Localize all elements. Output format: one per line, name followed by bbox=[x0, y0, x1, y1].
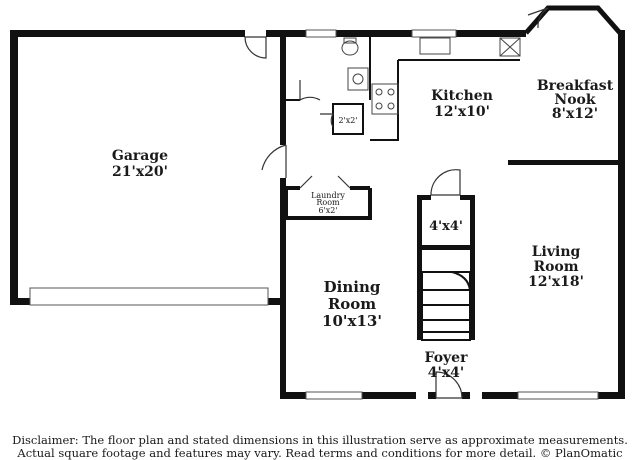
laundry-bifold-doors bbox=[299, 175, 351, 189]
house-top-wall-3 bbox=[456, 30, 526, 37]
house-bottom-wall-2 bbox=[362, 392, 416, 399]
thin-walls bbox=[284, 37, 520, 341]
garage-entry-door bbox=[261, 144, 287, 178]
nook-size: 8'x12' bbox=[552, 106, 598, 122]
house-bottom-wall-1 bbox=[280, 392, 306, 399]
stair-landing bbox=[422, 271, 471, 291]
laundry-size: 6'x2' bbox=[318, 206, 337, 215]
living-name-line1: Living bbox=[532, 244, 581, 260]
nook-name-line2: Nook bbox=[554, 92, 595, 108]
window-top-kitchen bbox=[411, 29, 457, 38]
garage-bottom-wall-right bbox=[268, 298, 282, 305]
garage-size: 21'x20' bbox=[112, 164, 168, 180]
front-door bbox=[435, 371, 463, 399]
house-bottom-wall-4 bbox=[462, 392, 470, 399]
stair-wall-left bbox=[417, 195, 422, 340]
house-bottom-wall-6 bbox=[598, 392, 625, 399]
sink-basin-icon bbox=[352, 73, 364, 85]
house-right-wall bbox=[618, 30, 625, 398]
house-bottom-wall-5 bbox=[482, 392, 518, 399]
kitchen-size: 12'x10' bbox=[434, 104, 490, 120]
burner-icon bbox=[387, 102, 395, 110]
closet-door bbox=[320, 113, 335, 128]
house-top-wall-1 bbox=[266, 30, 306, 37]
small-closet-size: 2'x2' bbox=[338, 116, 357, 125]
walls bbox=[10, 5, 625, 399]
house-top-wall-2 bbox=[336, 30, 412, 37]
kitchen-name: Kitchen bbox=[431, 88, 493, 104]
garage-name: Garage bbox=[112, 148, 168, 164]
toilet-tank-icon bbox=[343, 37, 357, 44]
garage-top-wall bbox=[10, 30, 245, 37]
nook-bay-door bbox=[527, 7, 549, 29]
living-size: 12'x18' bbox=[528, 274, 584, 290]
disclaimer-line2: Actual square footage and features may v… bbox=[17, 446, 623, 460]
dining-size: 10'x13' bbox=[322, 312, 382, 330]
hall-closet-size: 4'x4' bbox=[429, 219, 463, 234]
laundry-outline bbox=[284, 188, 372, 220]
burner-icon bbox=[387, 88, 395, 96]
stair-wall-right bbox=[470, 195, 475, 340]
burner-icon bbox=[375, 102, 383, 110]
living-name-line2: Room bbox=[533, 259, 578, 275]
garage-left-wall bbox=[10, 30, 18, 305]
garage-side-door bbox=[244, 36, 267, 59]
doors bbox=[244, 7, 549, 399]
garage-bottom-wall-left bbox=[10, 298, 30, 305]
windows bbox=[29, 29, 599, 400]
closet-top-wall-left bbox=[417, 195, 431, 200]
foyer-size: 4'x4' bbox=[428, 365, 464, 381]
disclaimer-line1: Disclaimer: The floor plan and stated di… bbox=[12, 433, 628, 447]
foyer-name: Foyer bbox=[425, 350, 469, 366]
window-top-bath bbox=[305, 29, 337, 38]
house-bottom-wall-3 bbox=[428, 392, 436, 399]
floor-plan: Garage 21'x20' Kitchen 12'x10' Breakfast… bbox=[10, 5, 625, 400]
toilet-icon bbox=[341, 40, 359, 56]
small-closet-outline bbox=[332, 103, 364, 135]
nook-name-line1: Breakfast bbox=[537, 78, 614, 94]
nook-living-divider bbox=[508, 160, 622, 165]
window-living bbox=[517, 391, 599, 400]
stove-icon bbox=[371, 83, 399, 115]
kitchen-sink-icon bbox=[419, 37, 451, 55]
sink-icon bbox=[347, 67, 369, 91]
hall-door bbox=[299, 80, 321, 102]
hall-closet-door bbox=[430, 169, 461, 196]
bay-window-wall bbox=[524, 5, 622, 35]
burner-icon bbox=[375, 88, 383, 96]
fridge-icon bbox=[499, 37, 521, 57]
kitchen-counter-edge bbox=[370, 60, 399, 141]
laundry-name-line2: Room bbox=[316, 198, 340, 207]
closet-top-wall-right bbox=[460, 195, 475, 200]
dining-name-line2: Room bbox=[328, 295, 376, 313]
closet-bottom-wall bbox=[417, 245, 475, 250]
dining-name-line1: Dining bbox=[324, 278, 381, 296]
fixtures bbox=[341, 37, 521, 115]
window-dining bbox=[305, 391, 363, 400]
stair-treads bbox=[422, 289, 470, 333]
fridge-cross-icon bbox=[499, 37, 521, 57]
garage-door bbox=[29, 287, 269, 306]
laundry-name-line1: Laundry bbox=[311, 191, 345, 200]
garage-house-wall-lower bbox=[280, 178, 286, 398]
garage-house-wall-upper bbox=[280, 37, 286, 145]
